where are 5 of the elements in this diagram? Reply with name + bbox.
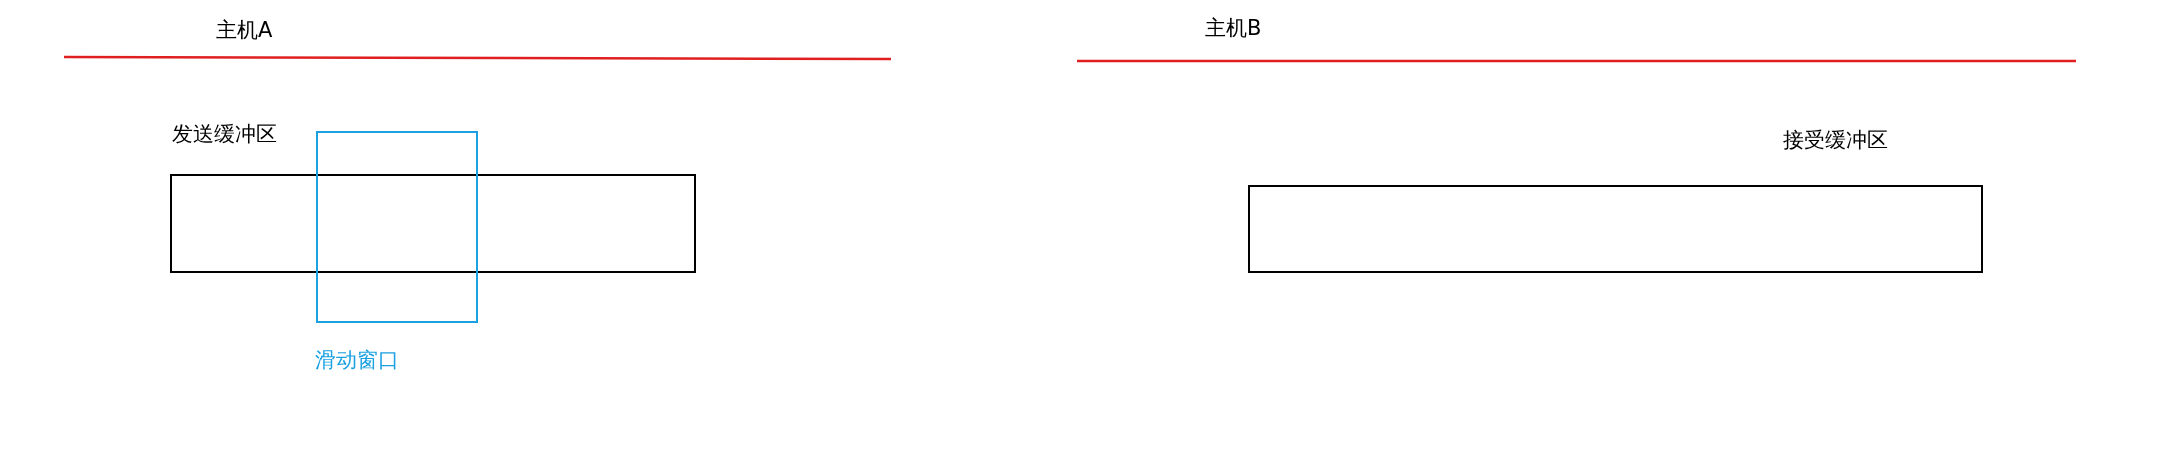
buffer-label: 发送缓冲区	[172, 122, 277, 148]
buffer-label: 接受缓冲区	[1783, 128, 1888, 154]
host-label: 主机A	[216, 18, 273, 44]
window-label: 滑动窗口	[315, 348, 399, 374]
host-label: 主机B	[1205, 16, 1262, 42]
